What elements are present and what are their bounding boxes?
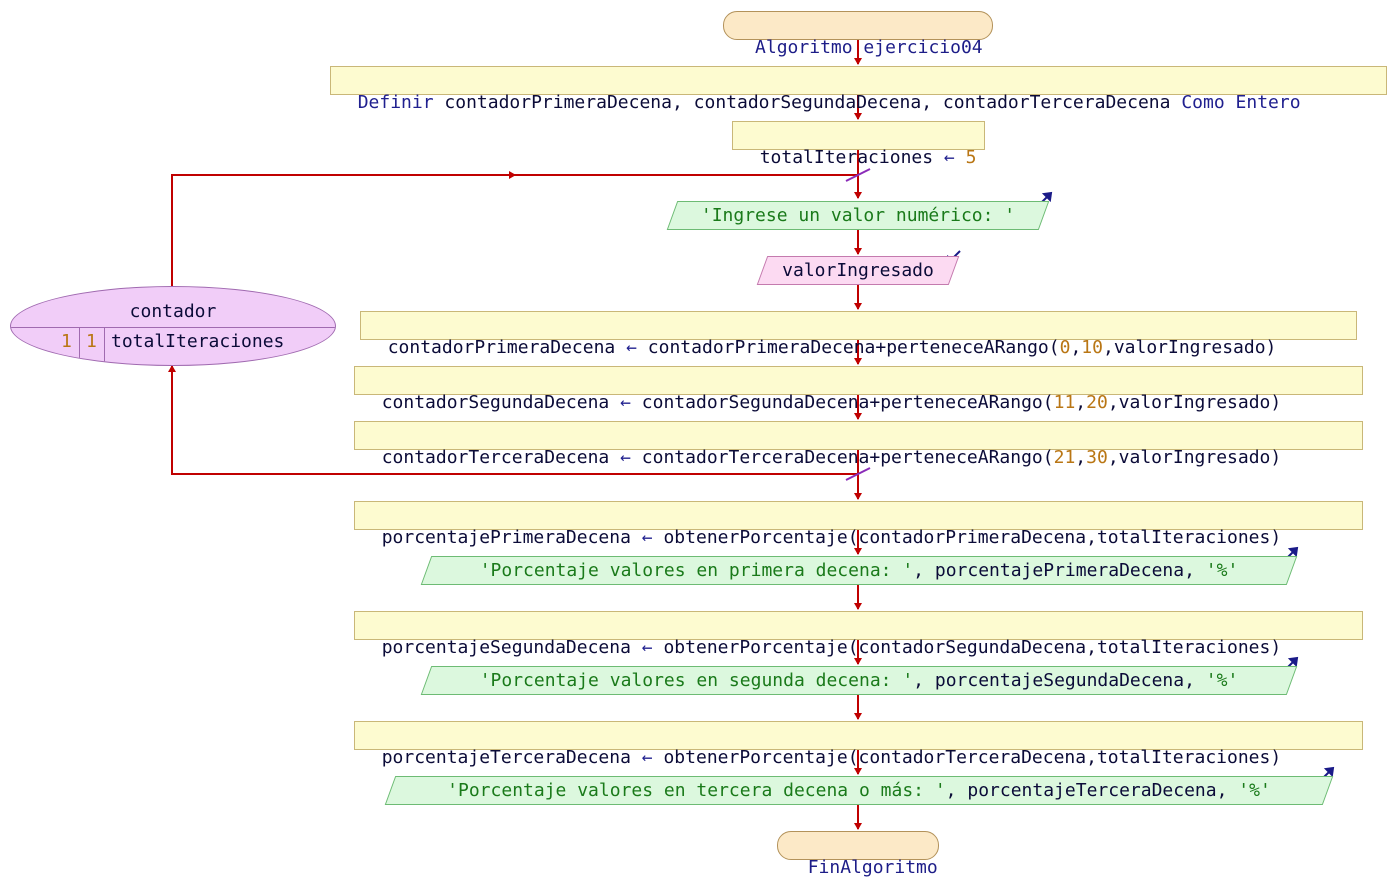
output-percent: '%' xyxy=(1205,670,1239,691)
output-var: porcentajeTerceraDecena xyxy=(967,780,1217,801)
assign-expr-tail: valorIngresado) xyxy=(1118,447,1282,468)
assign-arrow-icon: ← xyxy=(626,337,637,358)
read-var: valorIngresado xyxy=(782,260,934,281)
assign-expr: obtenerPorcentaje(contadorTerceraDecena,… xyxy=(663,747,1282,768)
percent-assign-3[interactable]: porcentajeTerceraDecena ← obtenerPorcent… xyxy=(354,721,1363,768)
end-terminal[interactable]: FinAlgoritmo xyxy=(777,831,939,878)
start-terminal[interactable]: Algoritmo ejercicio04 xyxy=(723,11,993,58)
assign-target: porcentajePrimeraDecena xyxy=(381,527,631,548)
output-percent: '%' xyxy=(1205,560,1239,581)
percent-output-2[interactable]: 'Porcentaje valores en segunda decena: '… xyxy=(420,666,1298,695)
define-block[interactable]: Definir contadorPrimeraDecena, contadorS… xyxy=(330,66,1387,113)
assign-arrow-icon: ← xyxy=(641,527,653,548)
define-keyword: Definir xyxy=(357,92,434,113)
assign-expr-tail: valorIngresado) xyxy=(1118,392,1282,413)
assign-arrow-icon: ← xyxy=(943,147,955,168)
prompt-output-block[interactable]: 'Ingrese un valor numérico: ' xyxy=(666,201,1050,230)
loop-body-assign-1[interactable]: contadorPrimeraDecena ← contadorPrimeraD… xyxy=(360,311,1357,358)
assign-arrow-icon: ← xyxy=(620,392,631,413)
percent-assign-1[interactable]: porcentajePrimeraDecena ← obtenerPorcent… xyxy=(354,501,1363,548)
loop-entry-line xyxy=(171,174,858,286)
assign-expr: obtenerPorcentaje(contadorPrimeraDecena,… xyxy=(663,527,1282,548)
assign-expr: contadorPrimeraDecena+perteneceARango( xyxy=(647,337,1060,358)
assign-target: contadorSegundaDecena xyxy=(381,392,610,413)
output-string: 'Porcentaje valores en tercera decena o … xyxy=(447,780,946,801)
assign-arrow-icon: ← xyxy=(641,747,653,768)
assign-total-value: 5 xyxy=(965,147,977,168)
percent-output-3[interactable]: 'Porcentaje valores en tercera decena o … xyxy=(384,776,1334,805)
assign-arrow-icon: ← xyxy=(620,447,631,468)
assign-target: porcentajeTerceraDecena xyxy=(381,747,631,768)
assign-arrow-icon: ← xyxy=(641,637,653,658)
range-max: 10 xyxy=(1081,337,1103,358)
assign-total-block[interactable]: totalIteraciones ← 5 xyxy=(732,121,985,168)
assign-expr: contadorTerceraDecena+perteneceARango( xyxy=(641,447,1054,468)
range-min: 0 xyxy=(1059,337,1071,358)
for-loop-node[interactable]: contador 1 1 totalIteraciones xyxy=(10,286,336,366)
loop-return-line xyxy=(168,365,858,475)
loop-body-assign-3[interactable]: contadorTerceraDecena ← contadorTerceraD… xyxy=(354,421,1363,468)
loop-join-marker-bottom xyxy=(845,467,871,481)
percent-output-1[interactable]: 'Porcentaje valores en primera decena: '… xyxy=(420,556,1298,585)
assign-target: contadorTerceraDecena xyxy=(381,447,610,468)
read-input-block[interactable]: valorIngresado xyxy=(756,256,960,285)
assign-expr: contadorSegundaDecena+perteneceARango( xyxy=(641,392,1054,413)
loop-end: totalIteraciones xyxy=(111,331,285,352)
assign-target: contadorPrimeraDecena xyxy=(387,337,616,358)
output-var: porcentajeSegundaDecena xyxy=(934,670,1185,691)
loop-variable: contador xyxy=(129,301,217,322)
prompt-text: 'Ingrese un valor numérico: ' xyxy=(700,205,1016,226)
loop-join-marker-top xyxy=(845,168,871,182)
define-vars: contadorPrimeraDecena, contadorSegundaDe… xyxy=(444,92,1171,113)
percent-assign-2[interactable]: porcentajeSegundaDecena ← obtenerPorcent… xyxy=(354,611,1363,658)
loop-body-assign-2[interactable]: contadorSegundaDecena ← contadorSegundaD… xyxy=(354,366,1363,413)
output-percent: '%' xyxy=(1238,780,1271,801)
loop-step: 1 xyxy=(86,331,97,352)
range-max: 30 xyxy=(1086,447,1108,468)
assign-total-var: totalIteraciones xyxy=(759,147,934,168)
output-string: 'Porcentaje valores en segunda decena: ' xyxy=(479,670,914,691)
loop-start: 1 xyxy=(61,331,72,352)
assign-target: porcentajeSegundaDecena xyxy=(381,637,631,658)
output-string: 'Porcentaje valores en primera decena: ' xyxy=(479,560,914,581)
output-var: porcentajePrimeraDecena xyxy=(934,560,1185,581)
assign-expr: obtenerPorcentaje(contadorSegundaDecena,… xyxy=(663,637,1282,658)
define-como: Como xyxy=(1181,92,1225,113)
range-min: 11 xyxy=(1053,392,1076,413)
end-label: FinAlgoritmo xyxy=(807,857,938,878)
assign-expr-tail: valorIngresado) xyxy=(1113,337,1277,358)
range-max: 20 xyxy=(1086,392,1108,413)
start-label: Algoritmo ejercicio04 xyxy=(755,37,983,58)
define-type: Entero xyxy=(1235,92,1301,113)
range-min: 21 xyxy=(1053,447,1076,468)
